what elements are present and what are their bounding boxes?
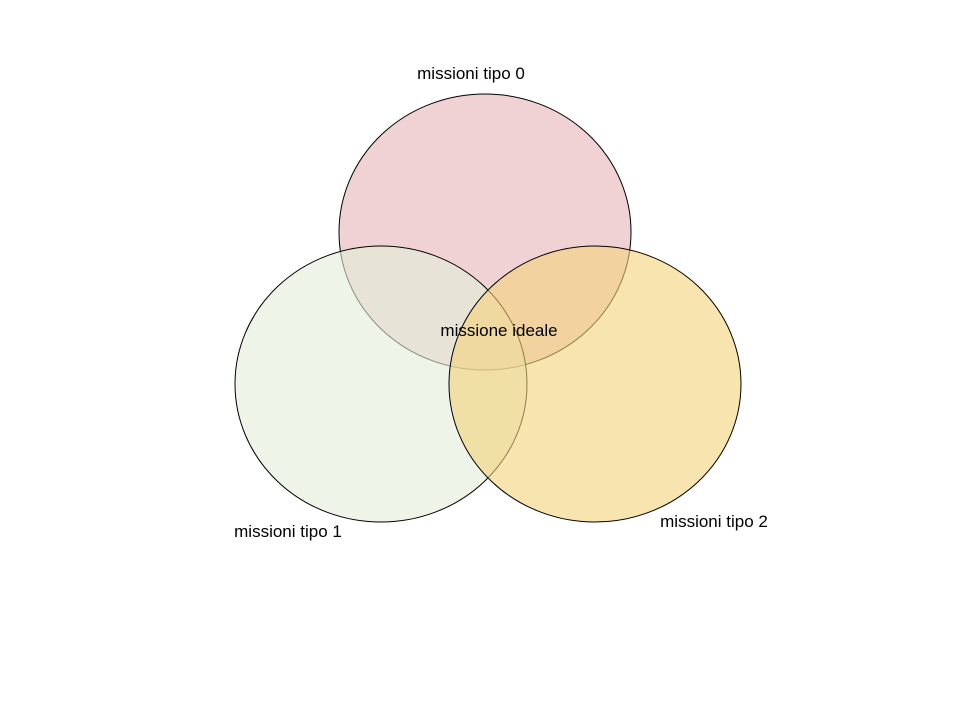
label-missioni-tipo-1: missioni tipo 1: [234, 522, 342, 541]
set-circle-tipo-2: [448, 245, 742, 523]
label-missione-ideale: missione ideale: [440, 321, 557, 340]
label-missioni-tipo-2: missioni tipo 2: [660, 512, 768, 531]
label-missioni-tipo-0: missioni tipo 0: [417, 64, 525, 83]
